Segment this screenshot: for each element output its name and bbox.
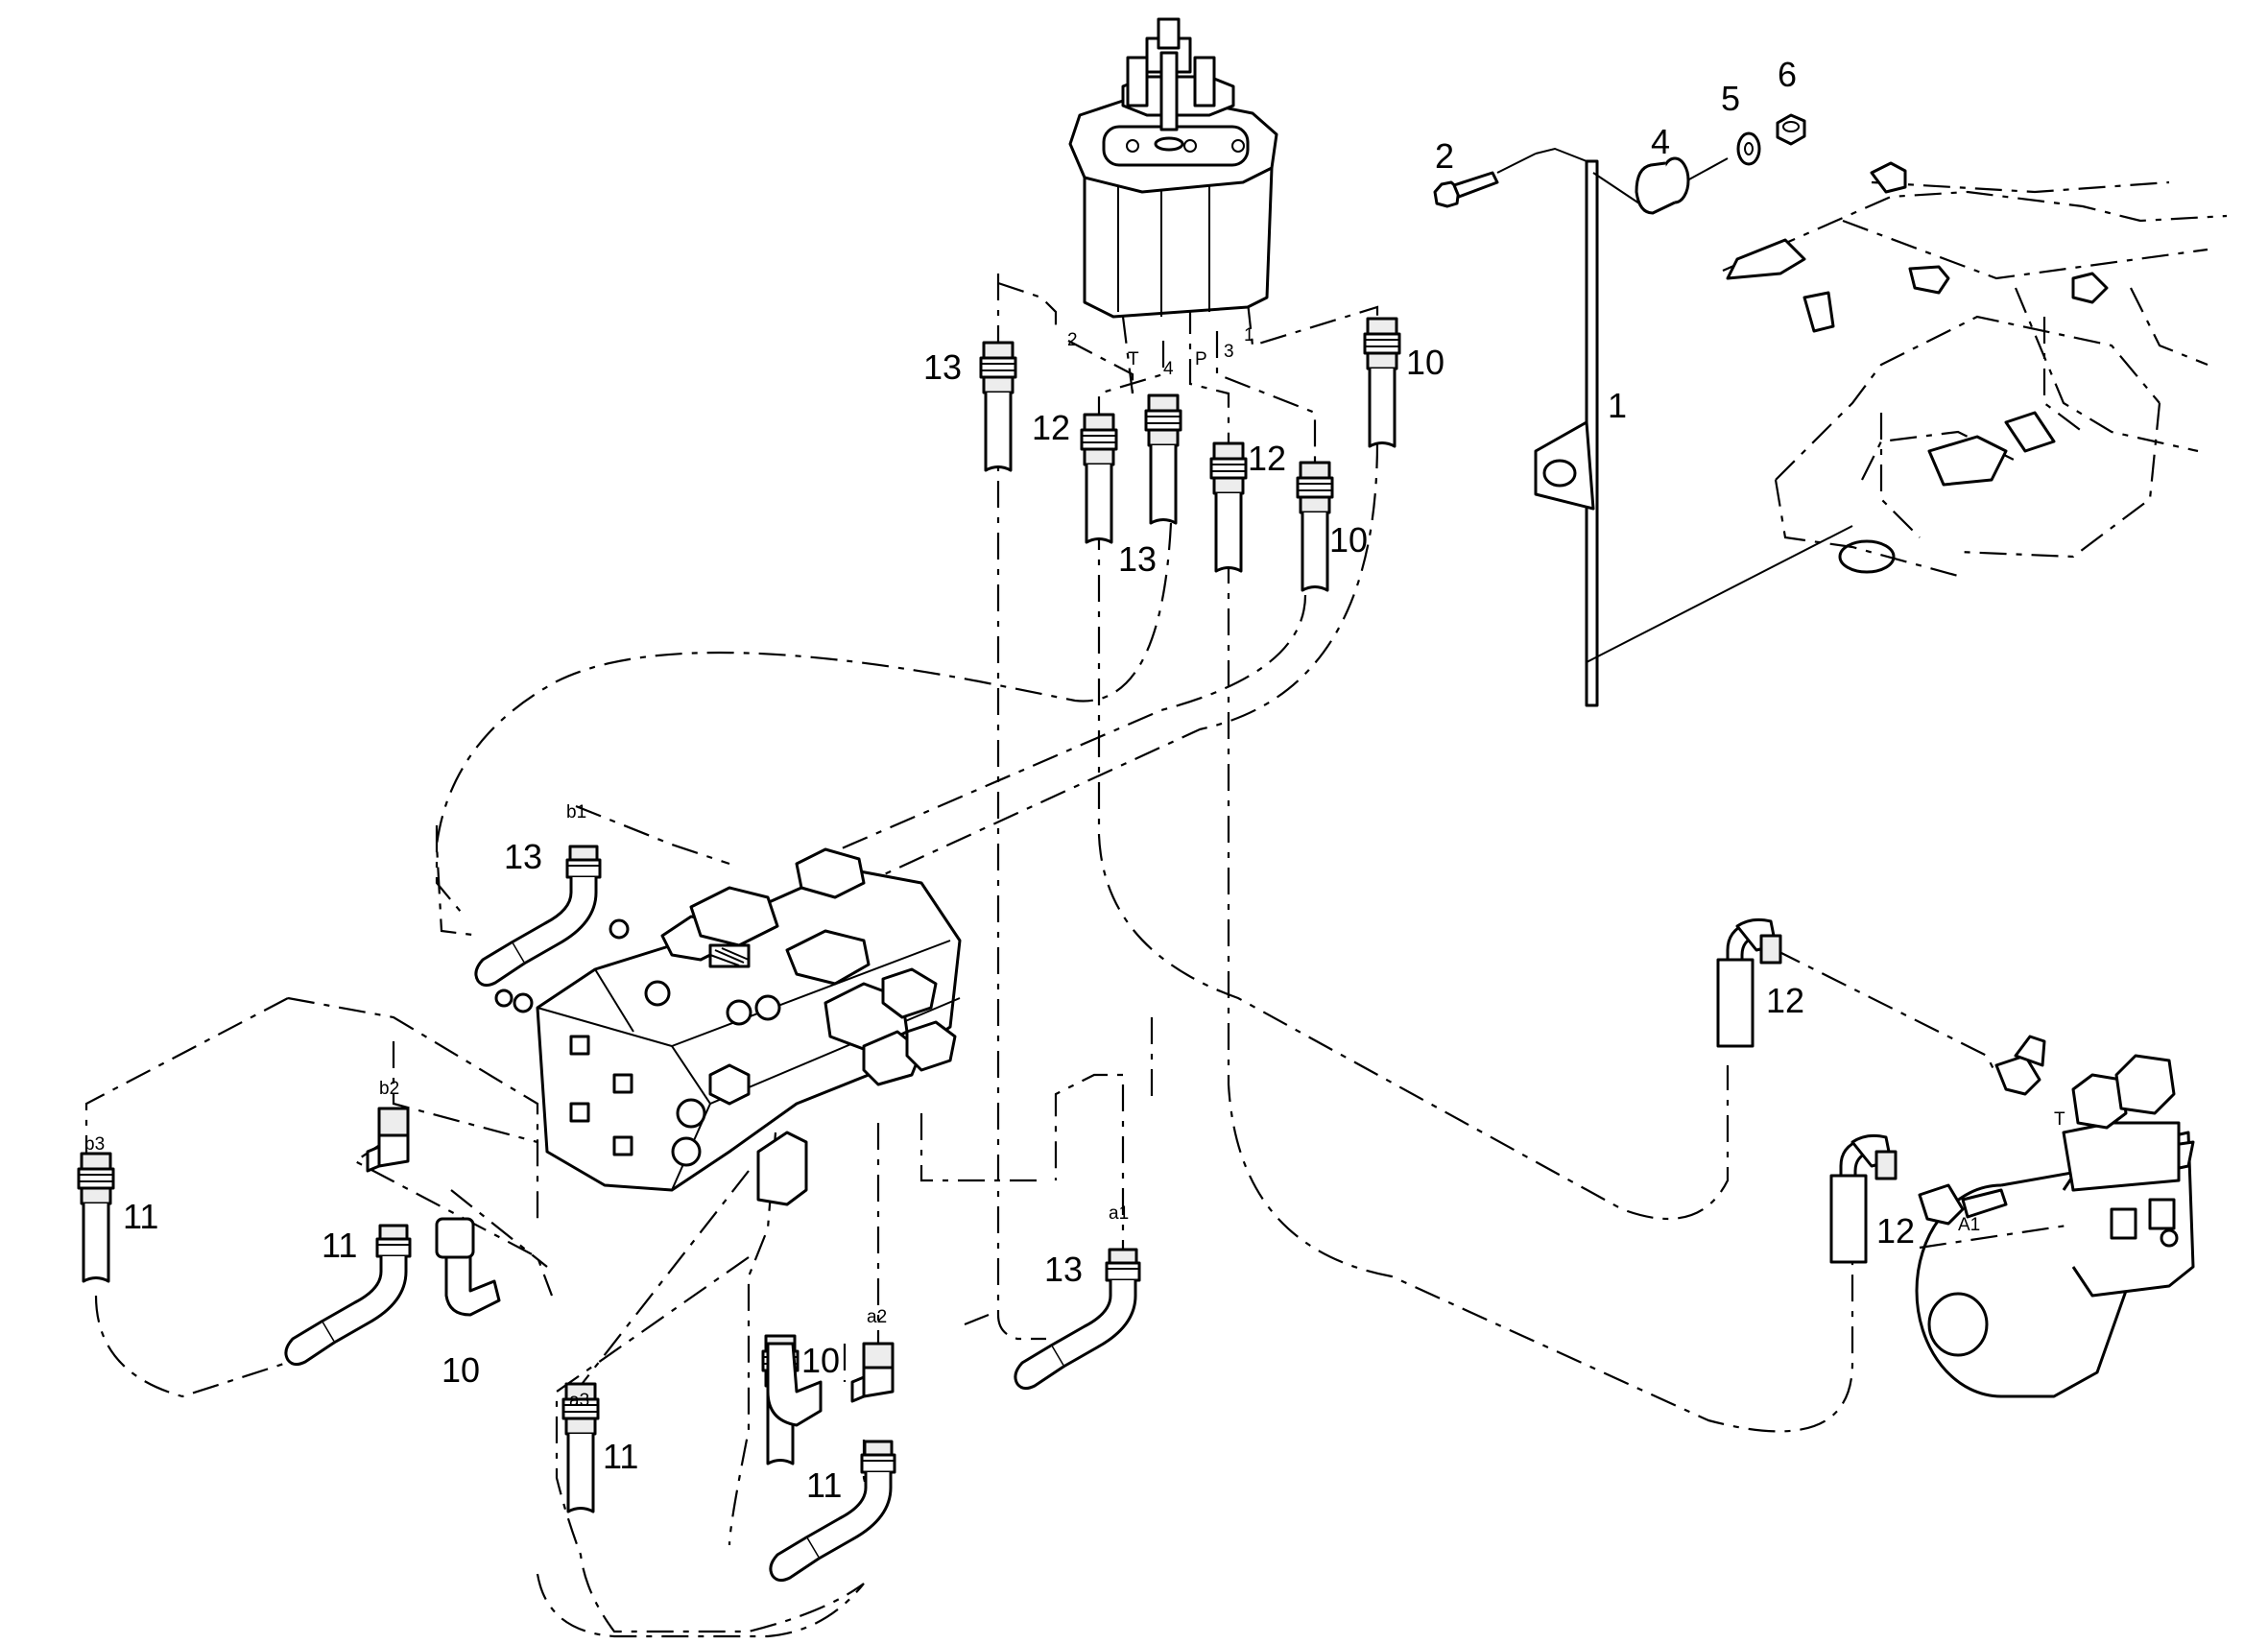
- callout: 13: [1118, 539, 1157, 579]
- port-labels: 2 T 4 P 3 1 b1 b2 b3 a1 a2 a3 T A1: [84, 325, 2065, 1411]
- hose-assemblies: [77, 317, 2046, 1583]
- callout: 4: [1651, 122, 1670, 161]
- port-label: A1: [1958, 1215, 1980, 1235]
- port-label: b2: [379, 1079, 399, 1099]
- callout: 13: [923, 347, 962, 387]
- port-label: 3: [1224, 342, 1234, 362]
- mounting-bracket: [1534, 147, 1853, 707]
- port-label: 1: [1244, 325, 1254, 345]
- hose-routing-lines: [84, 274, 2045, 1638]
- port-label: a3: [569, 1391, 589, 1411]
- callout: 10: [442, 1350, 480, 1390]
- port-label: T: [1128, 349, 1139, 369]
- callout: 2: [1435, 136, 1454, 176]
- callout: 12: [1876, 1211, 1915, 1251]
- callout: 12: [1248, 439, 1286, 478]
- travel-motor-unit: [1915, 1054, 2195, 1398]
- port-label: a1: [1109, 1203, 1129, 1224]
- bolt: [1433, 153, 1537, 208]
- callout: 5: [1721, 79, 1740, 118]
- callout: 6: [1778, 55, 1797, 94]
- callout: 12: [1032, 408, 1070, 447]
- port-label: a2: [867, 1307, 887, 1327]
- callout: 11: [322, 1226, 357, 1265]
- callout: 11: [806, 1465, 842, 1505]
- callout: 1: [1608, 386, 1627, 425]
- rubber-mount: [1635, 156, 1729, 215]
- port-label: T: [2054, 1109, 2065, 1130]
- callout: 12: [1766, 981, 1804, 1020]
- callout: 13: [1044, 1250, 1083, 1289]
- port-label: 2: [1067, 330, 1078, 350]
- callout: 11: [123, 1197, 158, 1236]
- main-control-valve: [494, 847, 962, 1206]
- callout-labels: 1 2 4 5 6 13 12 13 12 10 10 13 11 11 10 …: [123, 55, 1915, 1505]
- port-label: b1: [566, 802, 586, 822]
- callout: 11: [603, 1437, 638, 1476]
- port-label: b3: [84, 1134, 105, 1155]
- washer: [1736, 131, 1761, 166]
- nut: [1776, 113, 1806, 146]
- port-label: P: [1195, 349, 1207, 369]
- callout: 10: [1329, 520, 1368, 560]
- swing-frame-outline: [1722, 161, 2228, 578]
- pilot-pump-unit: [1068, 17, 1278, 319]
- callout: 10: [801, 1341, 840, 1380]
- port-label: 4: [1163, 359, 1174, 379]
- callout: 13: [504, 837, 542, 876]
- callout: 10: [1406, 343, 1444, 382]
